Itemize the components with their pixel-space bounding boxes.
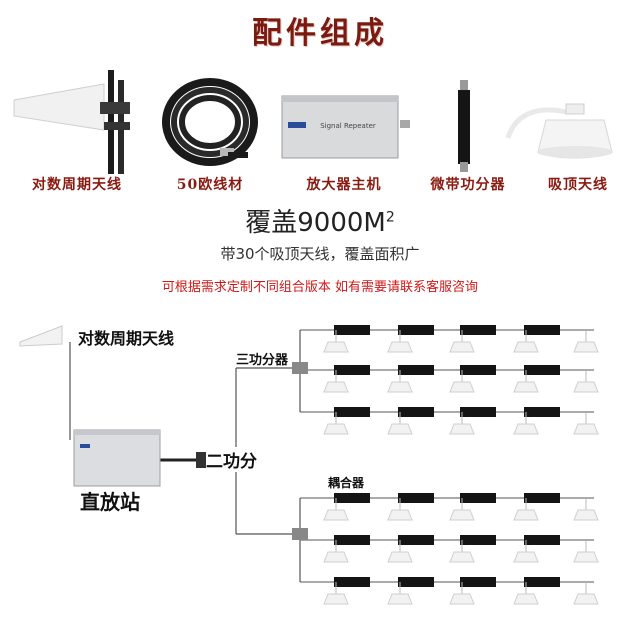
custom-notice: 可根据需求定制不同组合版本 如有需要请联系客服咨询 bbox=[161, 280, 479, 295]
product-images: Signal Repeater bbox=[13, 70, 613, 174]
ceiling-antenna-icon bbox=[573, 498, 599, 521]
ceiling-antenna-icon bbox=[449, 370, 475, 393]
ceiling-antenna-icon bbox=[513, 330, 539, 353]
ceiling-antenna-icon bbox=[573, 412, 599, 435]
ceiling-antenna-icon bbox=[573, 582, 599, 605]
diagram-repeater-label: 直放站 bbox=[80, 490, 140, 514]
coupler-icon bbox=[460, 365, 496, 375]
ceiling-antenna-icon bbox=[513, 498, 539, 521]
coupler-icon bbox=[460, 577, 496, 587]
ceiling-antenna-icon bbox=[387, 498, 413, 521]
coupler-icon bbox=[460, 535, 496, 545]
ceiling-antenna-icon bbox=[513, 412, 539, 435]
diagram-three-way-splitter-icon bbox=[292, 362, 308, 374]
product-label-antenna: 对数周期天线 bbox=[32, 177, 122, 193]
ceiling-antenna-icon bbox=[323, 498, 349, 521]
coupler-icon bbox=[398, 535, 434, 545]
ceiling-antenna-icon bbox=[387, 582, 413, 605]
coupler-icon bbox=[334, 325, 370, 335]
ceiling-antenna-icon bbox=[449, 412, 475, 435]
diagram-coupler-icon bbox=[292, 528, 308, 540]
coupler-icon bbox=[460, 407, 496, 417]
coupler-icon bbox=[398, 577, 434, 587]
ceiling-antenna-icon bbox=[449, 498, 475, 521]
coupler-icon bbox=[334, 535, 370, 545]
log-periodic-antenna-icon bbox=[13, 70, 130, 174]
ceiling-antenna-icon bbox=[323, 582, 349, 605]
coaxial-cable-coil-icon bbox=[162, 78, 258, 166]
ceiling-antenna-icon bbox=[513, 540, 539, 563]
ceiling-antenna-icon bbox=[323, 330, 349, 353]
ceiling-antenna-icon bbox=[573, 540, 599, 563]
diagram-three-way-label: 三功分器 bbox=[236, 353, 289, 368]
ceiling-antenna-icon bbox=[449, 330, 475, 353]
coverage-superscript: 2 bbox=[385, 209, 395, 226]
coupler-icon bbox=[398, 493, 434, 503]
ceiling-antenna-icon bbox=[449, 582, 475, 605]
product-label-ceiling-antenna: 吸顶天线 bbox=[548, 177, 608, 193]
ceiling-antenna-icon bbox=[573, 370, 599, 393]
ceiling-antenna-icon bbox=[387, 370, 413, 393]
coupler-icon bbox=[398, 365, 434, 375]
ceiling-antenna-icon bbox=[573, 330, 599, 353]
coupler-icon bbox=[334, 407, 370, 417]
ceiling-antenna-icon bbox=[505, 103, 613, 159]
ceiling-antenna-icon bbox=[323, 370, 349, 393]
diagram-repeater-icon bbox=[73, 429, 161, 487]
ceiling-antenna-icon bbox=[387, 330, 413, 353]
coupler-icon bbox=[524, 577, 560, 587]
coverage-headline: 覆盖9000M2 bbox=[245, 208, 395, 238]
product-label-cable: 50欧线材 bbox=[176, 177, 244, 193]
coupler-icon bbox=[398, 407, 434, 417]
topology-diagram bbox=[19, 325, 599, 605]
ceiling-antenna-icon bbox=[387, 412, 413, 435]
signal-repeater-icon: Signal Repeater bbox=[281, 95, 410, 159]
product-label-splitter: 微带功分器 bbox=[430, 177, 506, 193]
ceiling-antenna-icon bbox=[513, 370, 539, 393]
product-label-repeater: 放大器主机 bbox=[306, 177, 382, 193]
coupler-icon bbox=[334, 493, 370, 503]
diagram-antenna-icon bbox=[19, 325, 63, 347]
coupler-icon bbox=[524, 535, 560, 545]
coupler-icon bbox=[460, 493, 496, 503]
coverage-subline: 带30个吸顶天线，覆盖面积广 bbox=[220, 245, 420, 263]
diagram-coupler-label: 耦合器 bbox=[328, 476, 365, 490]
coupler-icon bbox=[398, 325, 434, 335]
diagram-antenna-label: 对数周期天线 bbox=[78, 329, 175, 348]
coupler-icon bbox=[460, 325, 496, 335]
coupler-icon bbox=[524, 325, 560, 335]
power-splitter-icon bbox=[458, 80, 470, 172]
diagram-two-way-label: 二功分 bbox=[206, 447, 257, 472]
coupler-icon bbox=[524, 365, 560, 375]
coupler-icon bbox=[524, 407, 560, 417]
ceiling-antenna-icon bbox=[323, 412, 349, 435]
page-title: 配件组成 bbox=[252, 16, 388, 51]
ceiling-antenna-icon bbox=[513, 582, 539, 605]
coupler-icon bbox=[334, 365, 370, 375]
coupler-icon bbox=[524, 493, 560, 503]
ceiling-antenna-icon bbox=[449, 540, 475, 563]
ceiling-antenna-icon bbox=[323, 540, 349, 563]
repeater-device-text: Signal Repeater bbox=[320, 122, 376, 130]
coupler-icon bbox=[334, 577, 370, 587]
ceiling-antenna-icon bbox=[387, 540, 413, 563]
